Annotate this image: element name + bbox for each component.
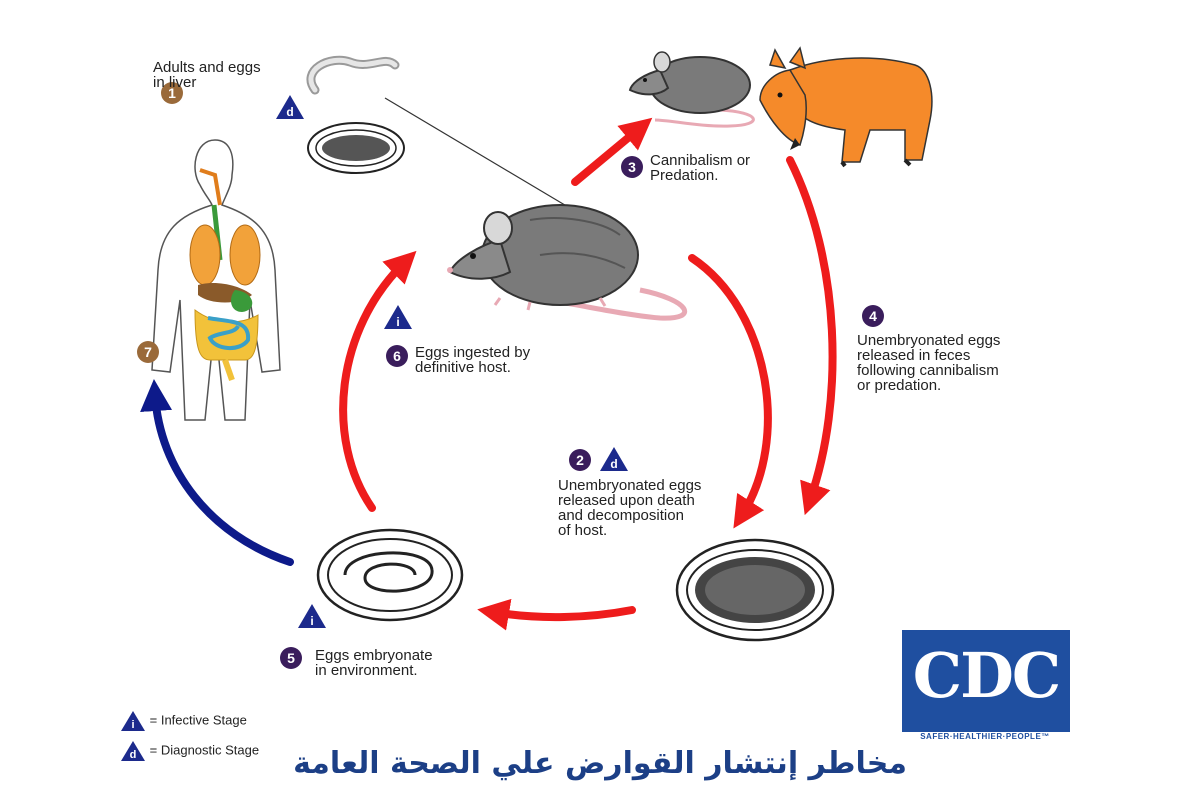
svg-text:i: i: [131, 719, 134, 731]
infective-stage-icon: i: [121, 711, 145, 731]
legend-infective: i = Infective Stage: [120, 710, 247, 732]
svg-text:1: 1: [168, 85, 176, 101]
svg-text:6: 6: [393, 348, 401, 364]
stage-1-label: Adults and eggs in liver: [153, 59, 261, 91]
stage-1-diagnostic-stage-icon: d: [276, 95, 304, 119]
stage-6-label: Eggs ingested by definitive host.: [415, 344, 531, 376]
legend-infective-text: = Infective Stage: [149, 712, 247, 728]
cycle-arrows: [140, 117, 837, 631]
small-rat: [628, 51, 755, 128]
arabic-caption: مخاطر إنتشار القوارض علي الصحة العامة: [293, 746, 907, 781]
svg-text:i: i: [310, 614, 313, 628]
arrow-rat-to-egg: [688, 254, 772, 529]
stage-4-label: Unembryonated eggs released in feces fol…: [857, 332, 1001, 394]
arrow-embryonated-to-human: [140, 379, 294, 566]
cdc-tagline: SAFER·HEALTHIER·PEOPLE™: [920, 732, 1050, 741]
stage-7-badge: 7: [137, 341, 159, 363]
embryonated-egg: [316, 528, 464, 622]
stage-5-infective-stage-icon: i: [298, 604, 326, 628]
liver-egg: [307, 122, 405, 174]
stage-5-label: Eggs embryonate in environment.: [315, 647, 433, 679]
arrow-embryonated-to-rat: [339, 250, 417, 512]
svg-text:i: i: [396, 315, 399, 329]
definitive-host-rat: [447, 204, 687, 321]
svg-text:3: 3: [628, 159, 636, 175]
cdc-logo-box: CDC: [902, 630, 1070, 732]
cdc-logo-text: CDC: [912, 639, 1061, 712]
cdc-logo: CDC SAFER·HEALTHIER·PEOPLE™: [902, 630, 1070, 748]
stage-3-label: Cannibalism or Predation.: [650, 152, 751, 184]
stage-4-badge: 4: [862, 305, 884, 327]
stage-5-badge: 5: [280, 647, 302, 669]
stage-6-badge: 6: [386, 345, 408, 367]
svg-text:4: 4: [869, 308, 877, 324]
svg-text:d: d: [130, 749, 137, 761]
legend-diagnostic-text: = Diagnostic Stage: [149, 742, 260, 758]
stage-2-diagnostic-stage-icon: d: [600, 447, 628, 471]
arrow-rat-to-predator: [571, 117, 653, 186]
stage-3-badge: 3: [621, 156, 643, 178]
svg-text:5: 5: [287, 650, 295, 666]
stage-1-badge: 1: [161, 82, 183, 104]
svg-text:2: 2: [576, 452, 584, 468]
svg-text:7: 7: [144, 344, 152, 360]
stage-2-badge: 2: [569, 449, 591, 471]
legend-diagnostic: d = Diagnostic Stage: [120, 740, 259, 762]
svg-text:d: d: [286, 105, 293, 119]
human-figure: [151, 139, 281, 421]
stage-6-infective-stage-icon: i: [384, 305, 412, 329]
arrow-predator-to-egg: [786, 156, 837, 516]
pointer-line: [384, 97, 591, 221]
fox-predator: [759, 46, 933, 168]
arrow-egg-to-embryonated: [477, 598, 636, 631]
stage-2-label: Unembryonated eggs released upon death a…: [558, 477, 702, 539]
unembryonated-egg: [675, 538, 835, 642]
diagnostic-stage-icon: d: [121, 741, 145, 761]
svg-text:d: d: [610, 457, 617, 471]
